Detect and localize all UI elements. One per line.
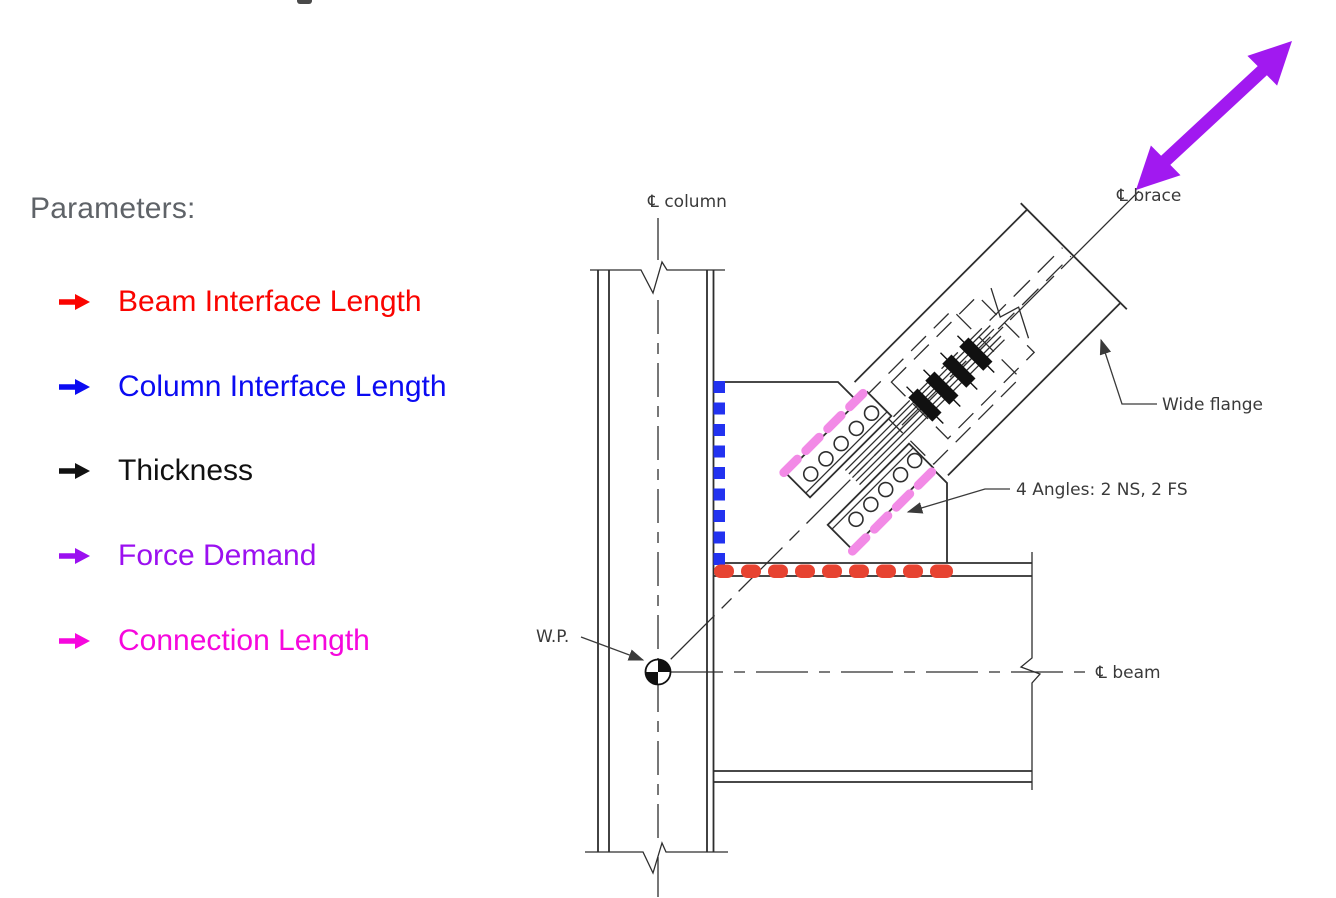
cropped-glyph-fragment (297, 0, 312, 4)
parameters-heading: Parameters: (30, 192, 196, 225)
arrow-right-icon (58, 378, 92, 396)
wide-flange-label: Wide flange (1162, 395, 1263, 415)
bolt-holes (802, 405, 923, 528)
param-label: Thickness (118, 454, 254, 487)
param-label: Column Interface Length (118, 370, 447, 403)
param-item-thickness: Thickness (58, 453, 253, 489)
column-interface-marks (713, 381, 725, 565)
angles (784, 390, 935, 551)
beam-end-break (1019, 552, 1042, 790)
arrow-right-icon (58, 632, 92, 650)
work-point-symbol (644, 658, 672, 686)
column-top-break (590, 260, 725, 295)
connection-length-marks (779, 387, 938, 556)
hidden-web-lines (893, 247, 1072, 426)
brace-centerline (670, 260, 1070, 660)
brace-edges (853, 202, 1128, 477)
brace-assembly (670, 190, 1140, 660)
beam-outline (671, 552, 1087, 790)
param-label: Force Demand (118, 539, 317, 572)
param-item-column-interface: Column Interface Length (58, 369, 447, 405)
brace-break (990, 287, 1030, 339)
param-item-force-demand: Force Demand (58, 538, 316, 574)
gusset-plate-outline (714, 381, 948, 563)
angles-leader (906, 488, 1010, 514)
param-item-beam-interface: Beam Interface Length (58, 284, 422, 320)
angles-label: 4 Angles: 2 NS, 2 FS (1016, 480, 1188, 500)
arrow-right-icon (58, 293, 92, 311)
beam-centerline-label: ℄ beam (1095, 663, 1161, 683)
param-item-connection-length: Connection Length (58, 623, 370, 659)
wide-flange-leader (1099, 338, 1157, 405)
thickness-bolt-marks (906, 335, 995, 424)
column-centerline-label: ℄ column (647, 192, 727, 212)
work-point-label: W.P. (536, 627, 569, 647)
arrow-right-icon (58, 547, 92, 565)
param-label: Beam Interface Length (118, 285, 422, 318)
beam-interface-marks (714, 564, 953, 578)
force-demand-arrow (1136, 41, 1292, 190)
column-outline (585, 218, 728, 897)
brace-centerline-label: ℄ brace (1116, 186, 1181, 206)
param-label: Connection Length (118, 624, 370, 657)
wp-leader (580, 636, 645, 661)
arrow-right-icon (58, 462, 92, 480)
